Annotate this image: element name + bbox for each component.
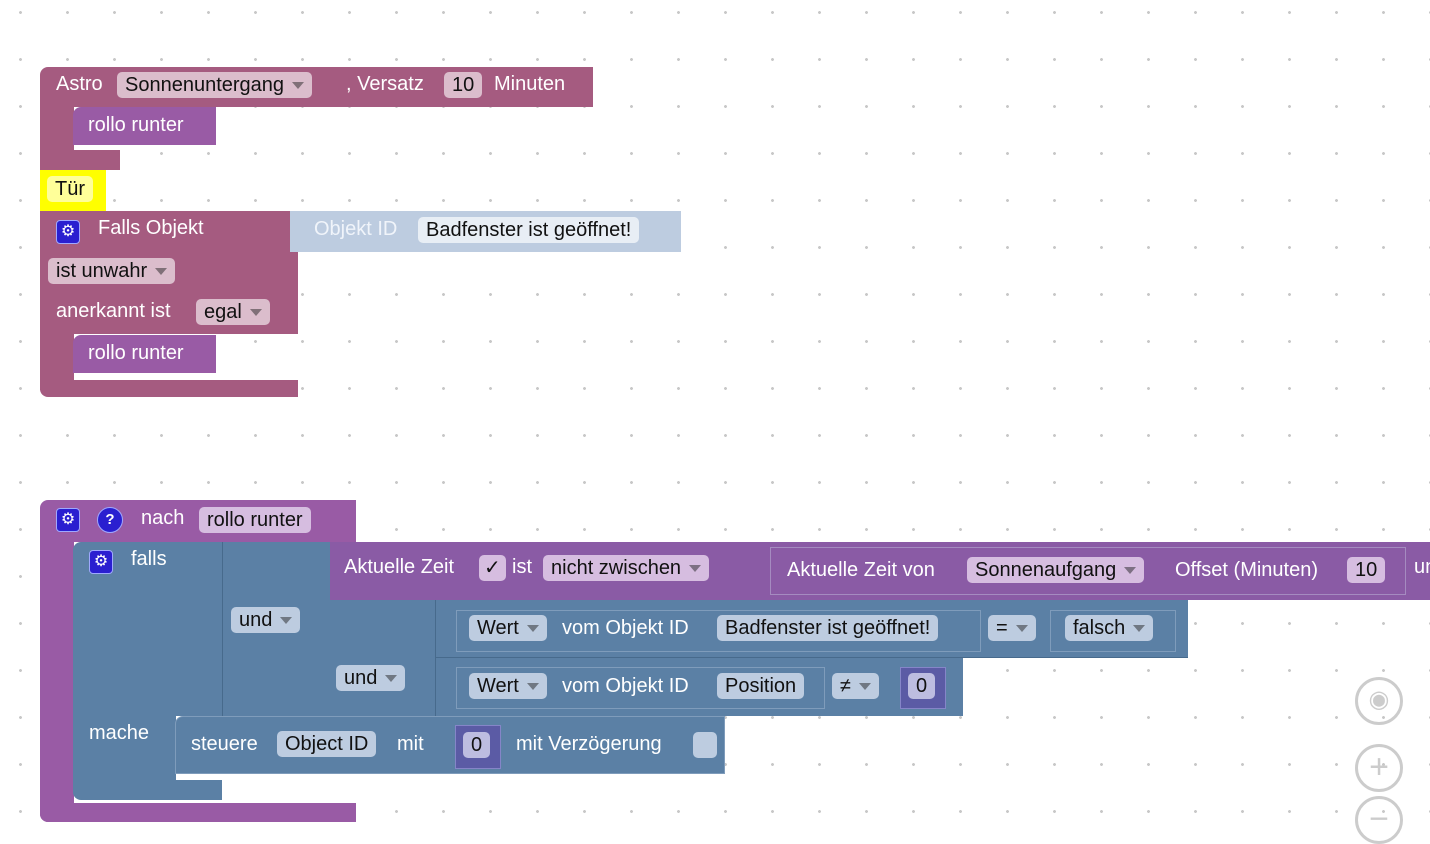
sun-time-label: Aktuelle Zeit von [787, 559, 935, 581]
gear-icon[interactable]: ⚙ [56, 220, 80, 244]
object-id-field[interactable]: Badfenster ist geöffnet! [418, 217, 640, 243]
offset-label: Offset (Minuten) [1175, 559, 1319, 581]
unit-label: Minuten [494, 73, 566, 95]
mode-dropdown[interactable]: Wert [469, 615, 547, 641]
sun-event-dropdown[interactable]: Sonnenaufgang [967, 557, 1145, 583]
object-id-field[interactable]: Object ID [277, 731, 377, 757]
time-compare-block[interactable]: Aktuelle Zeit ✓ ist nicht zwischen Aktue… [330, 542, 1430, 600]
gear-icon[interactable]: ⚙ [56, 508, 80, 532]
mode-dropdown[interactable]: Wert [469, 673, 547, 699]
time-checkbox[interactable]: ✓ [479, 555, 506, 581]
object-id-block[interactable]: Objekt ID Badfenster ist geöffnet! [290, 211, 681, 252]
procedure-name-field[interactable]: rollo runter [199, 507, 311, 533]
do-label: mache [89, 722, 150, 744]
offset-input[interactable]: 10 [444, 72, 483, 98]
compare-op-dropdown[interactable]: ≠ [832, 673, 879, 699]
object-id-field[interactable]: Position [717, 673, 805, 699]
falls-objekt-label: Falls Objekt [98, 217, 204, 239]
time-label: Aktuelle Zeit [344, 556, 455, 578]
control-label: steuere [191, 733, 258, 755]
object-id-label: vom Objekt ID [562, 617, 689, 639]
object-id-field[interactable]: Badfenster ist geöffnet! [717, 615, 939, 641]
offset-input[interactable]: 10 [1347, 557, 1386, 583]
comment-text[interactable]: Tür [47, 176, 93, 202]
procedure-label: nach [141, 507, 185, 529]
time-op-dropdown[interactable]: nicht zwischen [543, 555, 710, 581]
compare-op-dropdown[interactable]: = [988, 615, 1036, 641]
help-icon[interactable]: ? [97, 507, 123, 533]
delay-checkbox[interactable] [693, 732, 717, 758]
astro-label: Astro [56, 73, 103, 95]
and-label: und [1414, 556, 1430, 578]
condition-dropdown[interactable]: ist unwahr [48, 258, 176, 284]
object-id-label: vom Objekt ID [562, 675, 689, 697]
astro-event-dropdown[interactable]: Sonnenuntergang [117, 72, 313, 98]
delay-label: mit Verzögerung [516, 733, 662, 755]
gear-icon[interactable]: ⚙ [89, 550, 113, 574]
ack-dropdown[interactable]: egal [196, 299, 270, 325]
offset-label: , Versatz [346, 73, 424, 95]
zoom-out-icon[interactable]: − [1355, 796, 1403, 844]
with-label: mit [397, 733, 424, 755]
if-label: falls [131, 548, 167, 570]
number-input[interactable]: 0 [463, 732, 491, 758]
and-dropdown[interactable]: und [231, 607, 301, 633]
ack-label: anerkannt ist [56, 300, 171, 322]
ist-label: ist [512, 556, 532, 578]
rollo-runter-call[interactable]: rollo runter [73, 335, 216, 373]
control-block[interactable]: steuere Object ID mit 0 mit Verzögerung [175, 716, 725, 774]
object-id-label: Objekt ID [314, 218, 398, 240]
boolean-dropdown[interactable]: falsch [1065, 615, 1154, 641]
and-dropdown[interactable]: und [336, 665, 406, 691]
call-label: rollo runter [88, 114, 184, 136]
call-label: rollo runter [88, 342, 184, 364]
comment-block[interactable]: Tür [40, 170, 106, 211]
zoom-in-icon[interactable]: + [1355, 744, 1403, 792]
recenter-icon[interactable]: ◉ [1355, 677, 1403, 725]
number-input[interactable]: 0 [908, 673, 936, 699]
rollo-runter-call[interactable]: rollo runter [73, 107, 216, 145]
sun-time-block[interactable]: Aktuelle Zeit von Sonnenaufgang Offset (… [770, 547, 1406, 595]
